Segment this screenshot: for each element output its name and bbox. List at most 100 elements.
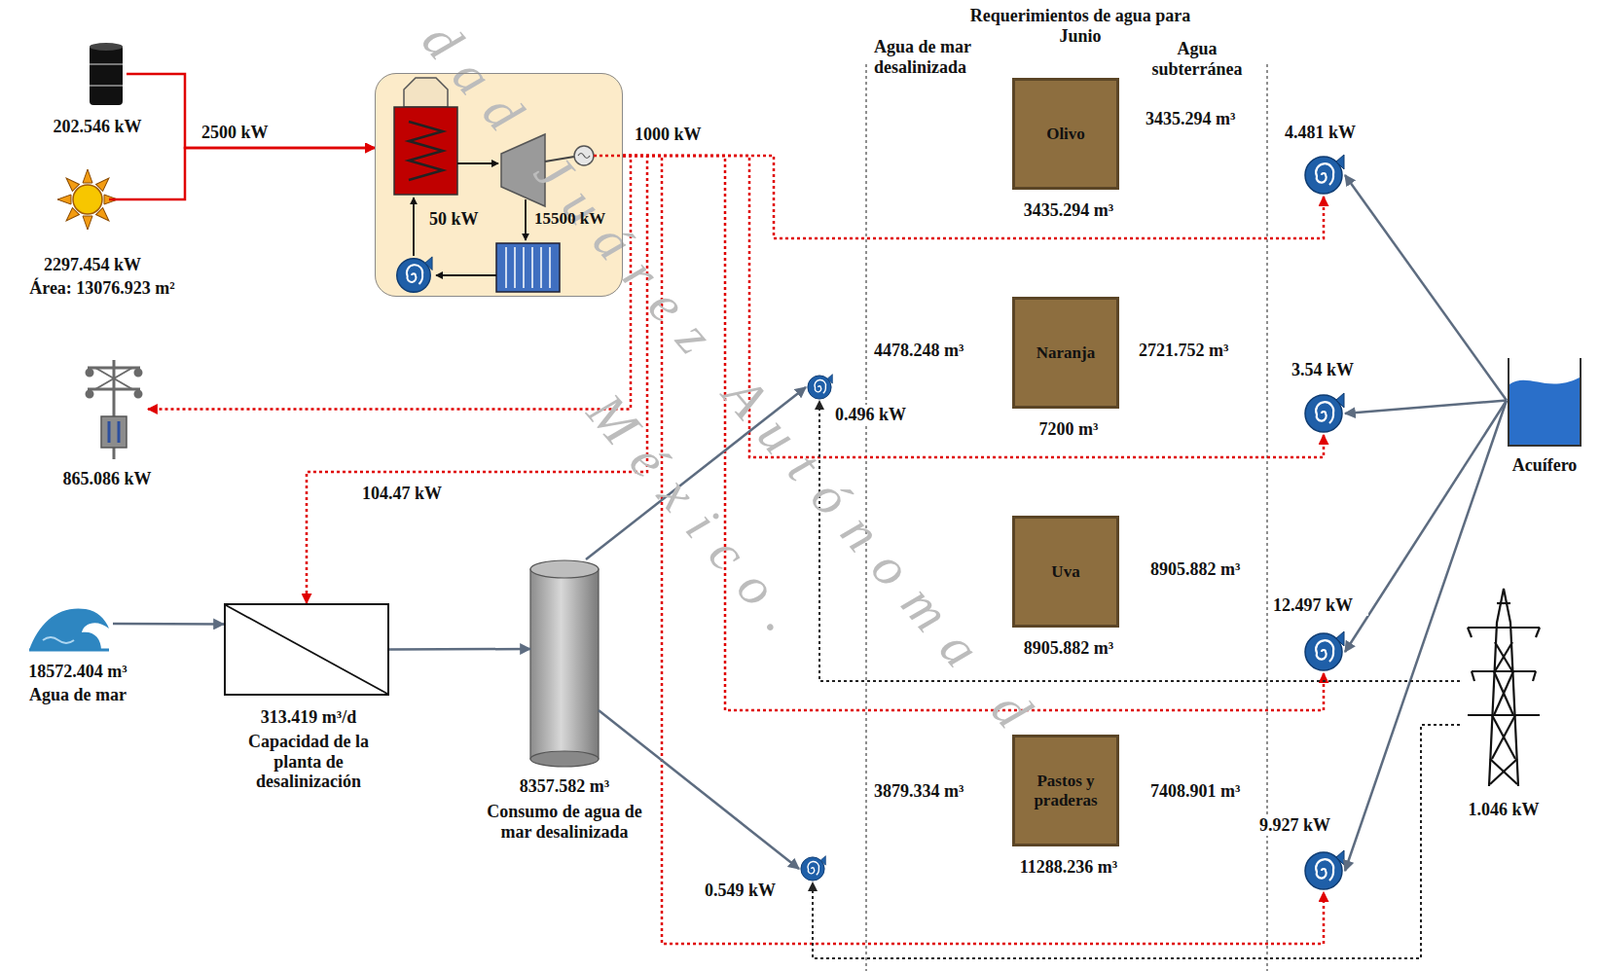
power-plant: [397, 256, 433, 292]
storage-tank: [530, 751, 599, 767]
value-label: 7200 m³: [995, 419, 1142, 440]
value-label: Agua de mar: [24, 685, 132, 706]
value-label: 8905.882 m³: [1148, 559, 1264, 581]
flow-connector: [109, 147, 375, 200]
grid-pole: [108, 421, 111, 443]
value-label: 3879.334 m³: [872, 781, 999, 802]
transmission-tower-node: 1.046 kW: [1459, 583, 1548, 789]
power-plant: [548, 247, 551, 289]
value-label: 9.927 kW: [1257, 815, 1346, 837]
sea-water: 18572.404 m³Agua de mar: [27, 595, 113, 653]
oil-barrel: [89, 84, 123, 87]
value-label: Consumo de agua de mar desalinizada: [476, 801, 653, 842]
pump-icon: [1305, 393, 1345, 433]
transmission-tower: [1467, 588, 1540, 787]
value-label: 8905.882 m³: [995, 638, 1142, 659]
value-label: 1000 kW: [632, 124, 721, 146]
transmission-tower: [1467, 714, 1540, 717]
crop-name: Pastos y praderas: [1015, 737, 1117, 844]
value-label: 313.419 m³/d: [225, 707, 392, 728]
pump-node: 0.549 kW: [799, 855, 827, 883]
power-label: 2500 kW: [199, 122, 288, 144]
flow-connector: [389, 648, 531, 652]
power-plant: [506, 247, 550, 289]
value-label: 0.549 kW: [702, 880, 796, 902]
crop-name: Uva: [1015, 518, 1117, 625]
power-plant: [540, 247, 543, 289]
sun-icon: [82, 216, 93, 230]
value-label: Acuífero: [1495, 455, 1594, 476]
aquifer-tank: [1508, 358, 1581, 446]
storage-tank: [530, 560, 599, 767]
sea-wave: [42, 637, 74, 644]
value-label: 202.546 kW: [29, 116, 166, 138]
power-plant: [513, 247, 516, 289]
transmission-tower: [1535, 627, 1540, 638]
sea-wave: [29, 608, 110, 651]
value-label: 2297.454 kW: [14, 254, 171, 276]
transmission-tower: [1471, 671, 1475, 682]
transmission-tower: [1489, 588, 1519, 787]
value-label: Área: 13076.923 m²: [0, 278, 205, 299]
power-plant: [531, 247, 534, 289]
flow-connector: [622, 155, 1324, 239]
pump-icon: [800, 856, 826, 881]
sun-icon: [57, 194, 72, 205]
power-plant-box: 50 kW15500 kW: [374, 72, 623, 297]
crop-name: Olivo: [1015, 80, 1117, 187]
crop-box: Olivo3435.294 m³: [1012, 77, 1120, 190]
grid-pole: [135, 391, 142, 398]
transmission-tower: [1494, 642, 1513, 672]
oil-barrel: [89, 44, 123, 106]
transmission-tower: [1490, 759, 1518, 785]
pump-node: 12.497 kW: [1302, 630, 1346, 674]
value-label: 2721.752 m³: [1136, 340, 1264, 362]
pump-node: 3.54 kW: [1302, 392, 1346, 436]
value-label: 3435.294 m³: [995, 200, 1142, 221]
sea-wave: [29, 649, 110, 653]
value-label: 18572.404 m³: [4, 661, 151, 683]
power-label: 104.47 kW: [360, 483, 458, 505]
desalination-plant: 313.419 m³/dCapacidad de la planta de de…: [223, 603, 390, 696]
value-label: 12.497 kW: [1271, 595, 1369, 617]
power-plant: [505, 247, 508, 289]
pump-node: 0.496 kW: [805, 373, 834, 401]
flow-connector: [812, 725, 1460, 959]
grid-pole: [95, 367, 133, 390]
value-label: 865.086 kW: [29, 469, 185, 490]
sun-icon: [82, 169, 93, 183]
aquifer-tank: [1509, 377, 1580, 445]
oil-source: 202.546 kW: [85, 40, 127, 108]
desalinated-tank: 8357.582 m³Consumo de agua de mar desali…: [530, 559, 599, 764]
transmission-tower: [1493, 671, 1514, 716]
transmission-tower: [1467, 627, 1472, 638]
transmission-tower: [1491, 715, 1516, 760]
column-divider: [866, 64, 1268, 971]
flow-connector: [112, 622, 224, 626]
flow-connector: [306, 155, 648, 604]
transmission-tower: [1532, 671, 1536, 682]
value-label: Agua subterránea: [1148, 38, 1246, 79]
sea-wave: [29, 608, 110, 651]
value-label: 0.496 kW: [833, 404, 931, 426]
transmission-tower: [1471, 670, 1536, 673]
crop-box: Naranja7200 m³: [1012, 296, 1120, 409]
power-plant: [412, 197, 415, 256]
oil-barrel: [89, 42, 123, 51]
grid-pole: [86, 391, 93, 398]
grid-pole: [95, 367, 133, 390]
power-plant: [394, 107, 458, 195]
value-label: 1.046 kW: [1454, 800, 1553, 821]
solar-source: 2297.454 kWÁrea: 13076.923 m²: [66, 178, 110, 221]
oil-barrel: [89, 63, 123, 66]
grid-pole: [117, 421, 121, 443]
value-label: 8357.582 m³: [476, 776, 653, 798]
value-label: 4478.248 m³: [872, 340, 999, 362]
membrane-line: [225, 605, 388, 694]
oil-barrel: [89, 42, 123, 106]
pump-node: 4.481 kW: [1302, 153, 1346, 197]
transmission-tower: [1490, 759, 1518, 785]
transmission-tower: [1493, 671, 1514, 716]
transmission-tower: [1491, 715, 1516, 760]
pump-icon: [1305, 631, 1345, 671]
